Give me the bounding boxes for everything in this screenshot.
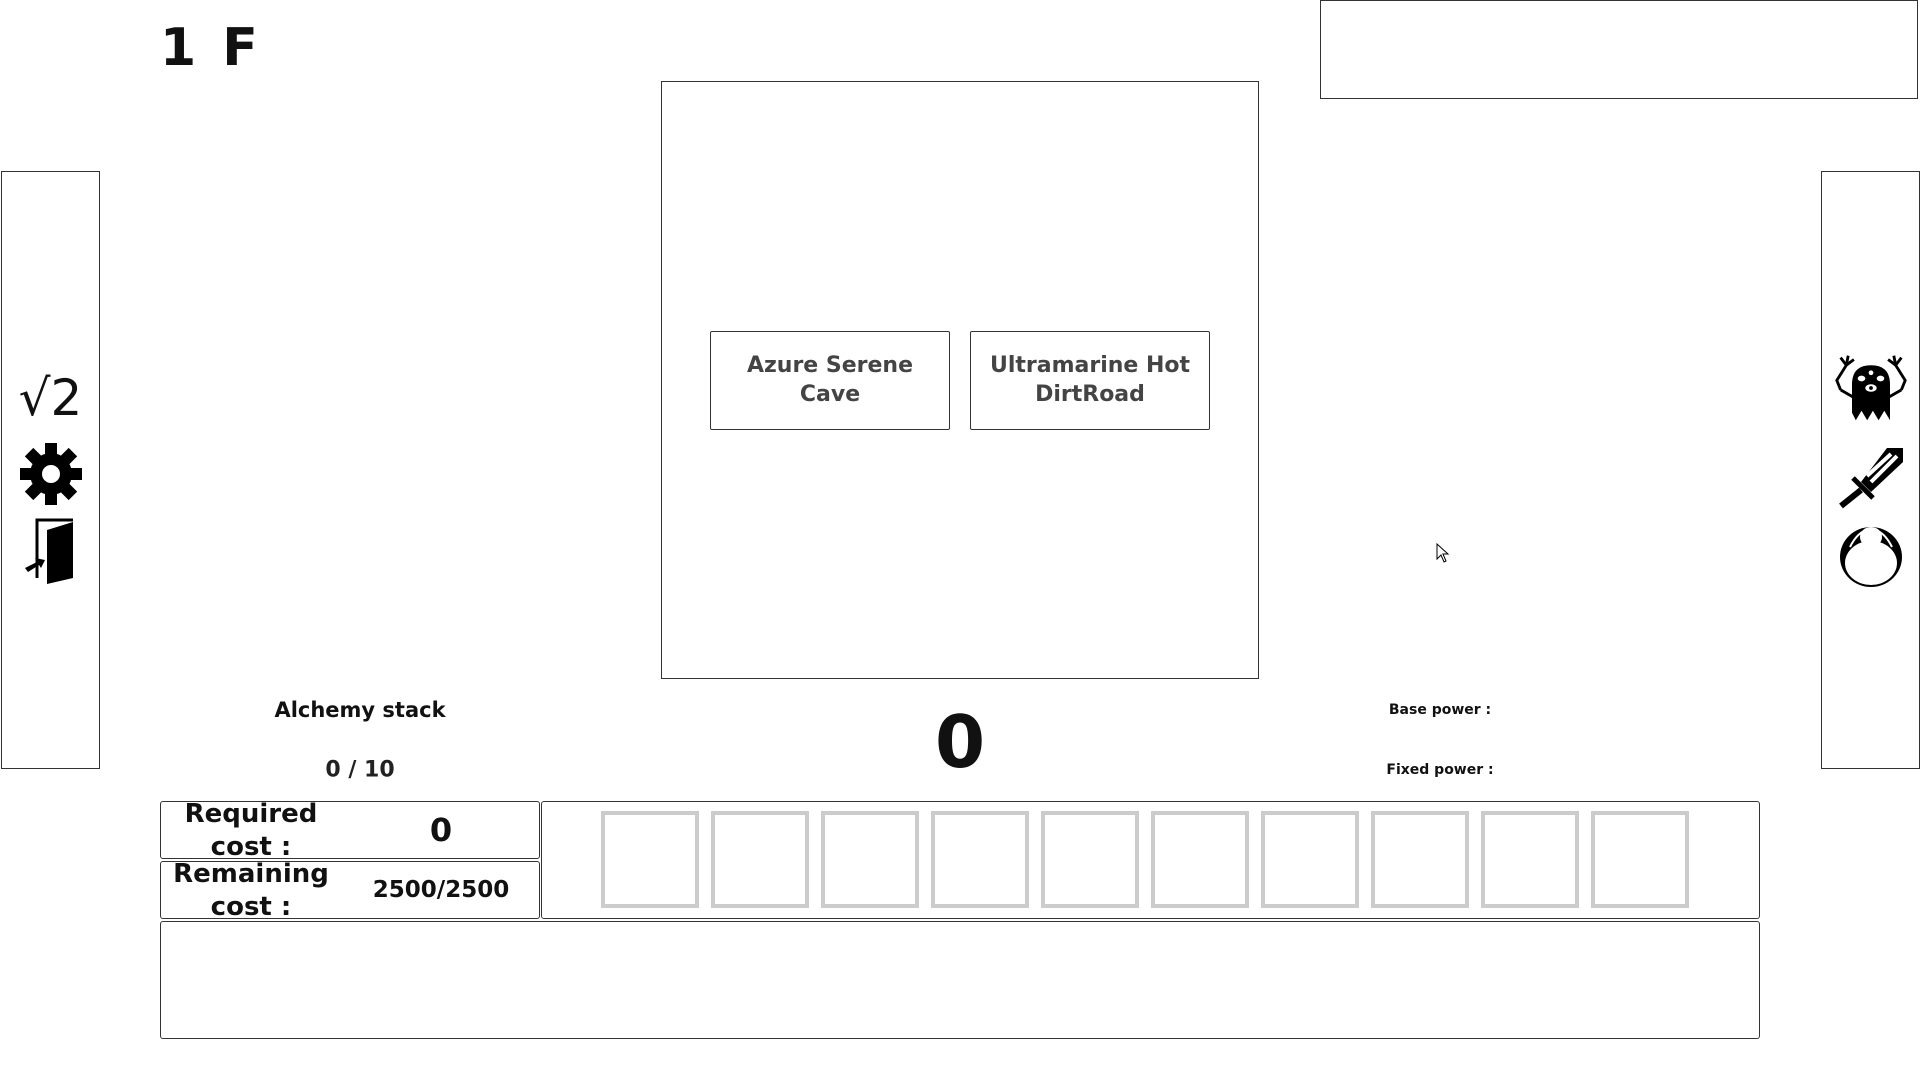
left-menu-panel: √2: [1, 171, 100, 769]
base-power-label: Base power :: [1388, 702, 1492, 718]
remaining-cost-box: Remaining cost : 2500/2500: [160, 859, 540, 922]
alchemy-slot[interactable]: [1481, 811, 1579, 908]
alchemy-slot[interactable]: [1591, 811, 1689, 908]
alchemy-stack-count: 0 / 10: [325, 757, 395, 783]
message-panel: [1320, 0, 1918, 99]
required-cost-value: 0: [429, 811, 453, 849]
alchemy-slot[interactable]: [601, 811, 699, 908]
destination-button-azure-serene-cave[interactable]: Azure Serene Cave: [710, 331, 950, 430]
required-cost-label: Required cost :: [184, 799, 318, 862]
description-panel: [160, 921, 1760, 1039]
fixed-power-label: Fixed power :: [1386, 762, 1494, 778]
sword-icon[interactable]: [1833, 440, 1909, 512]
alchemy-slot[interactable]: [931, 811, 1029, 908]
sqrt-label: √2: [18, 369, 83, 427]
alchemy-stack-title: Alchemy stack: [274, 698, 446, 722]
remaining-cost-label: Remaining cost :: [173, 859, 329, 922]
alchemy-slot[interactable]: [821, 811, 919, 908]
alchemy-power-value: 0: [934, 700, 986, 784]
ring-icon[interactable]: [1833, 517, 1909, 589]
alchemy-slot[interactable]: [1261, 811, 1359, 908]
floor-indicator: 1 F: [160, 18, 262, 78]
alchemy-slot[interactable]: [711, 811, 809, 908]
alchemy-slot[interactable]: [1151, 811, 1249, 908]
alchemy-slot[interactable]: [1041, 811, 1139, 908]
right-menu-panel: [1821, 171, 1920, 769]
monster-icon[interactable]: [1833, 352, 1909, 424]
exit-door-icon[interactable]: [13, 514, 89, 586]
mouse-cursor-icon: [1436, 542, 1450, 567]
sqrt-two-icon[interactable]: √2: [13, 362, 89, 434]
remaining-cost-value: 2500/2500: [372, 877, 510, 903]
gear-icon[interactable]: [13, 438, 89, 510]
alchemy-slot[interactable]: [1371, 811, 1469, 908]
destination-button-ultramarine-hot-dirtroad[interactable]: Ultramarine Hot DirtRoad: [970, 331, 1210, 430]
required-cost-box: Required cost : 0: [160, 799, 540, 862]
